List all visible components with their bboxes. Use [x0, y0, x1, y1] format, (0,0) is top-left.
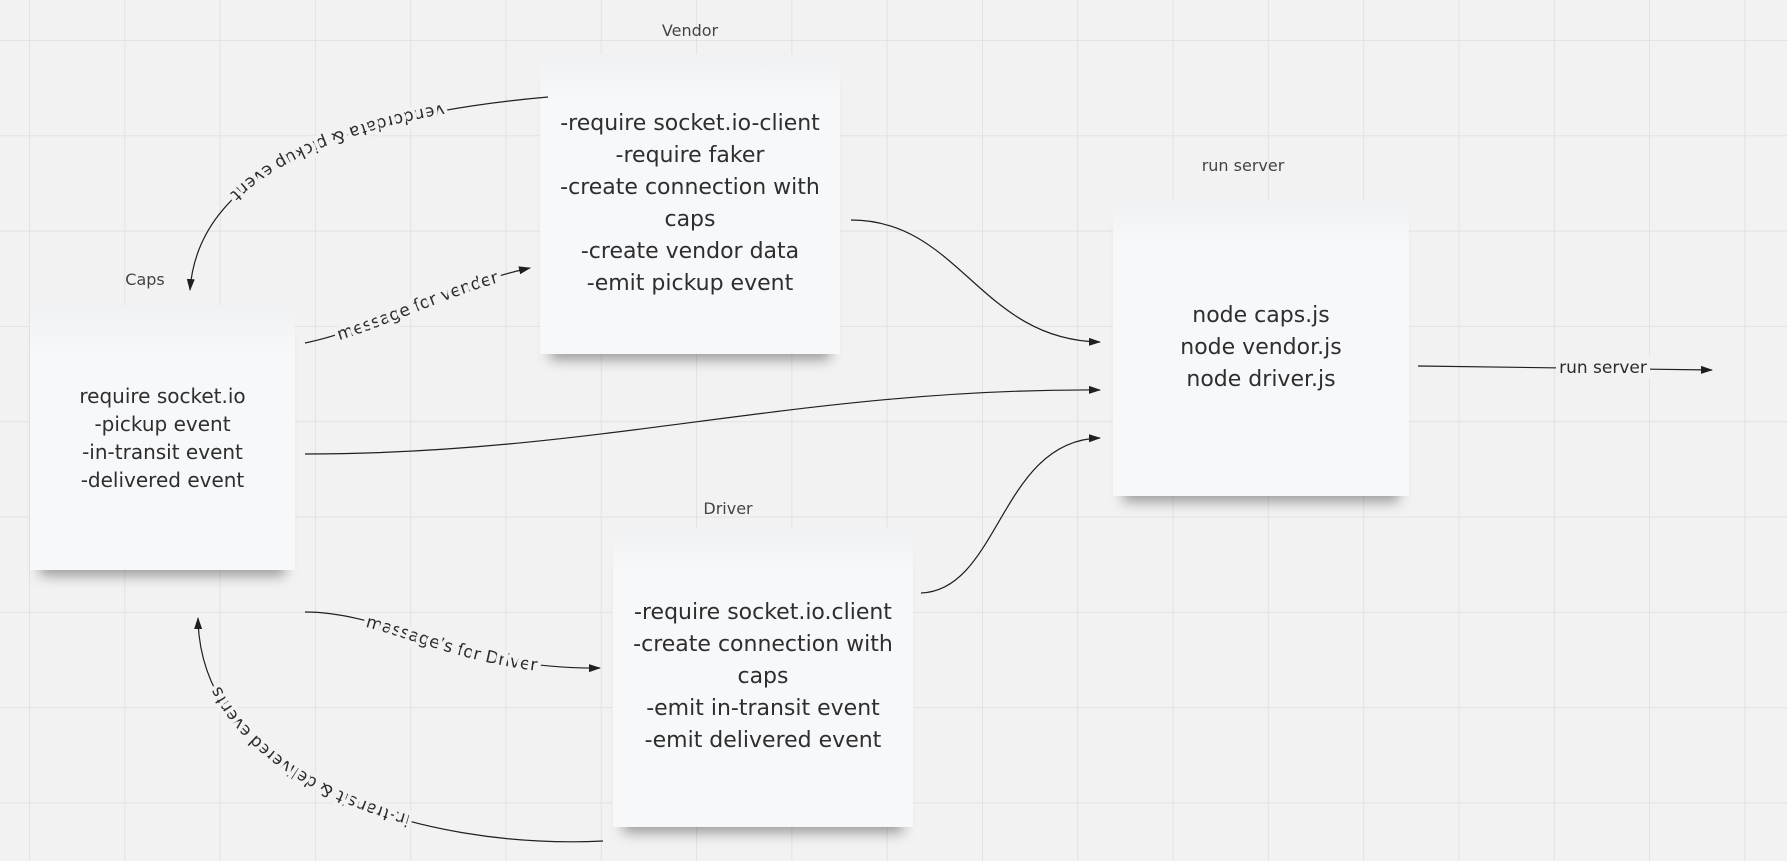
- vendor-note-text: -require socket.io-client -require faker…: [560, 108, 820, 300]
- edge-caps-to-server[interactable]: [304, 385, 1101, 455]
- caps-note-line: -in-transit event: [82, 439, 243, 464]
- edge-driver-to-caps[interactable]: in-transit & delivered events: [194, 617, 604, 843]
- frame-label-caps: Caps: [125, 270, 165, 289]
- edge-vendor-to-server[interactable]: [850, 219, 1101, 346]
- sticky-note-server[interactable]: node caps.js node vendor.js node driver.…: [1113, 200, 1409, 496]
- frame-label-driver: Driver: [703, 499, 753, 518]
- vendor-note-line: -create connection with: [560, 175, 820, 200]
- edge-label-driver-to-caps: in-transit & delivered events: [206, 683, 412, 830]
- sticky-note-vendor[interactable]: -require socket.io-client -require faker…: [540, 54, 840, 354]
- edge-label-server-out: run server: [1559, 358, 1647, 378]
- sticky-note-driver[interactable]: -require socket.io.client -create connec…: [613, 527, 913, 827]
- server-note-line: node driver.js: [1186, 367, 1336, 392]
- driver-note-text: -require socket.io.client -create connec…: [633, 597, 893, 757]
- driver-note-line: -require socket.io.client: [634, 600, 892, 625]
- vendor-note-line: -require faker: [615, 143, 765, 168]
- edge-label-caps-to-driver: massage's for Driver: [364, 612, 539, 676]
- caps-note-line: -delivered event: [80, 467, 245, 492]
- edge-caps-to-vendor[interactable]: message for vender: [304, 264, 531, 349]
- caps-note-line: -pickup event: [94, 411, 231, 436]
- edge-label-caps-to-vendor: message for vender: [334, 268, 500, 345]
- edge-label-caps-to-vendor-path: message for vender: [330, 264, 504, 349]
- edge-label-vendor-to-caps: vendordata & pickup event: [226, 100, 446, 205]
- server-note-line: node caps.js: [1192, 303, 1330, 328]
- edge-server-out[interactable]: run server: [1417, 356, 1713, 378]
- driver-note-line: caps: [737, 664, 789, 689]
- driver-note-line: -create connection with: [633, 632, 893, 657]
- edge-label-vendor-to-caps-path: vendordata & pickup event: [222, 96, 450, 209]
- server-note-text: node caps.js node vendor.js node driver.…: [1180, 300, 1341, 396]
- vendor-note-line: -emit pickup event: [586, 271, 794, 296]
- caps-note-text: require socket.io -pickup event -in-tran…: [79, 382, 245, 494]
- vendor-note-line: -require socket.io-client: [560, 111, 820, 136]
- edge-label-server-out-bg: [1556, 356, 1650, 378]
- caps-note-line: require socket.io: [79, 383, 246, 408]
- edge-label-driver-to-caps-path: in-transit & delivered events: [202, 679, 416, 834]
- vendor-note-line: -create vendor data: [580, 239, 800, 264]
- vendor-note-line: caps: [664, 207, 716, 232]
- driver-note-line: -emit in-transit event: [646, 696, 880, 721]
- edge-driver-to-server[interactable]: [920, 434, 1101, 594]
- frame-label-run-server: run server: [1201, 156, 1285, 175]
- driver-note-line: -emit delivered event: [644, 728, 882, 753]
- edge-caps-to-driver[interactable]: massage's for Driver: [304, 608, 601, 680]
- server-note-line: node vendor.js: [1180, 335, 1342, 360]
- edge-label-caps-to-driver-path: massage's for Driver: [360, 608, 543, 680]
- sticky-note-caps[interactable]: require socket.io -pickup event -in-tran…: [30, 305, 295, 570]
- edge-vendor-to-caps[interactable]: vendordata & pickup event: [186, 96, 549, 291]
- frame-label-vendor: Vendor: [661, 21, 719, 40]
